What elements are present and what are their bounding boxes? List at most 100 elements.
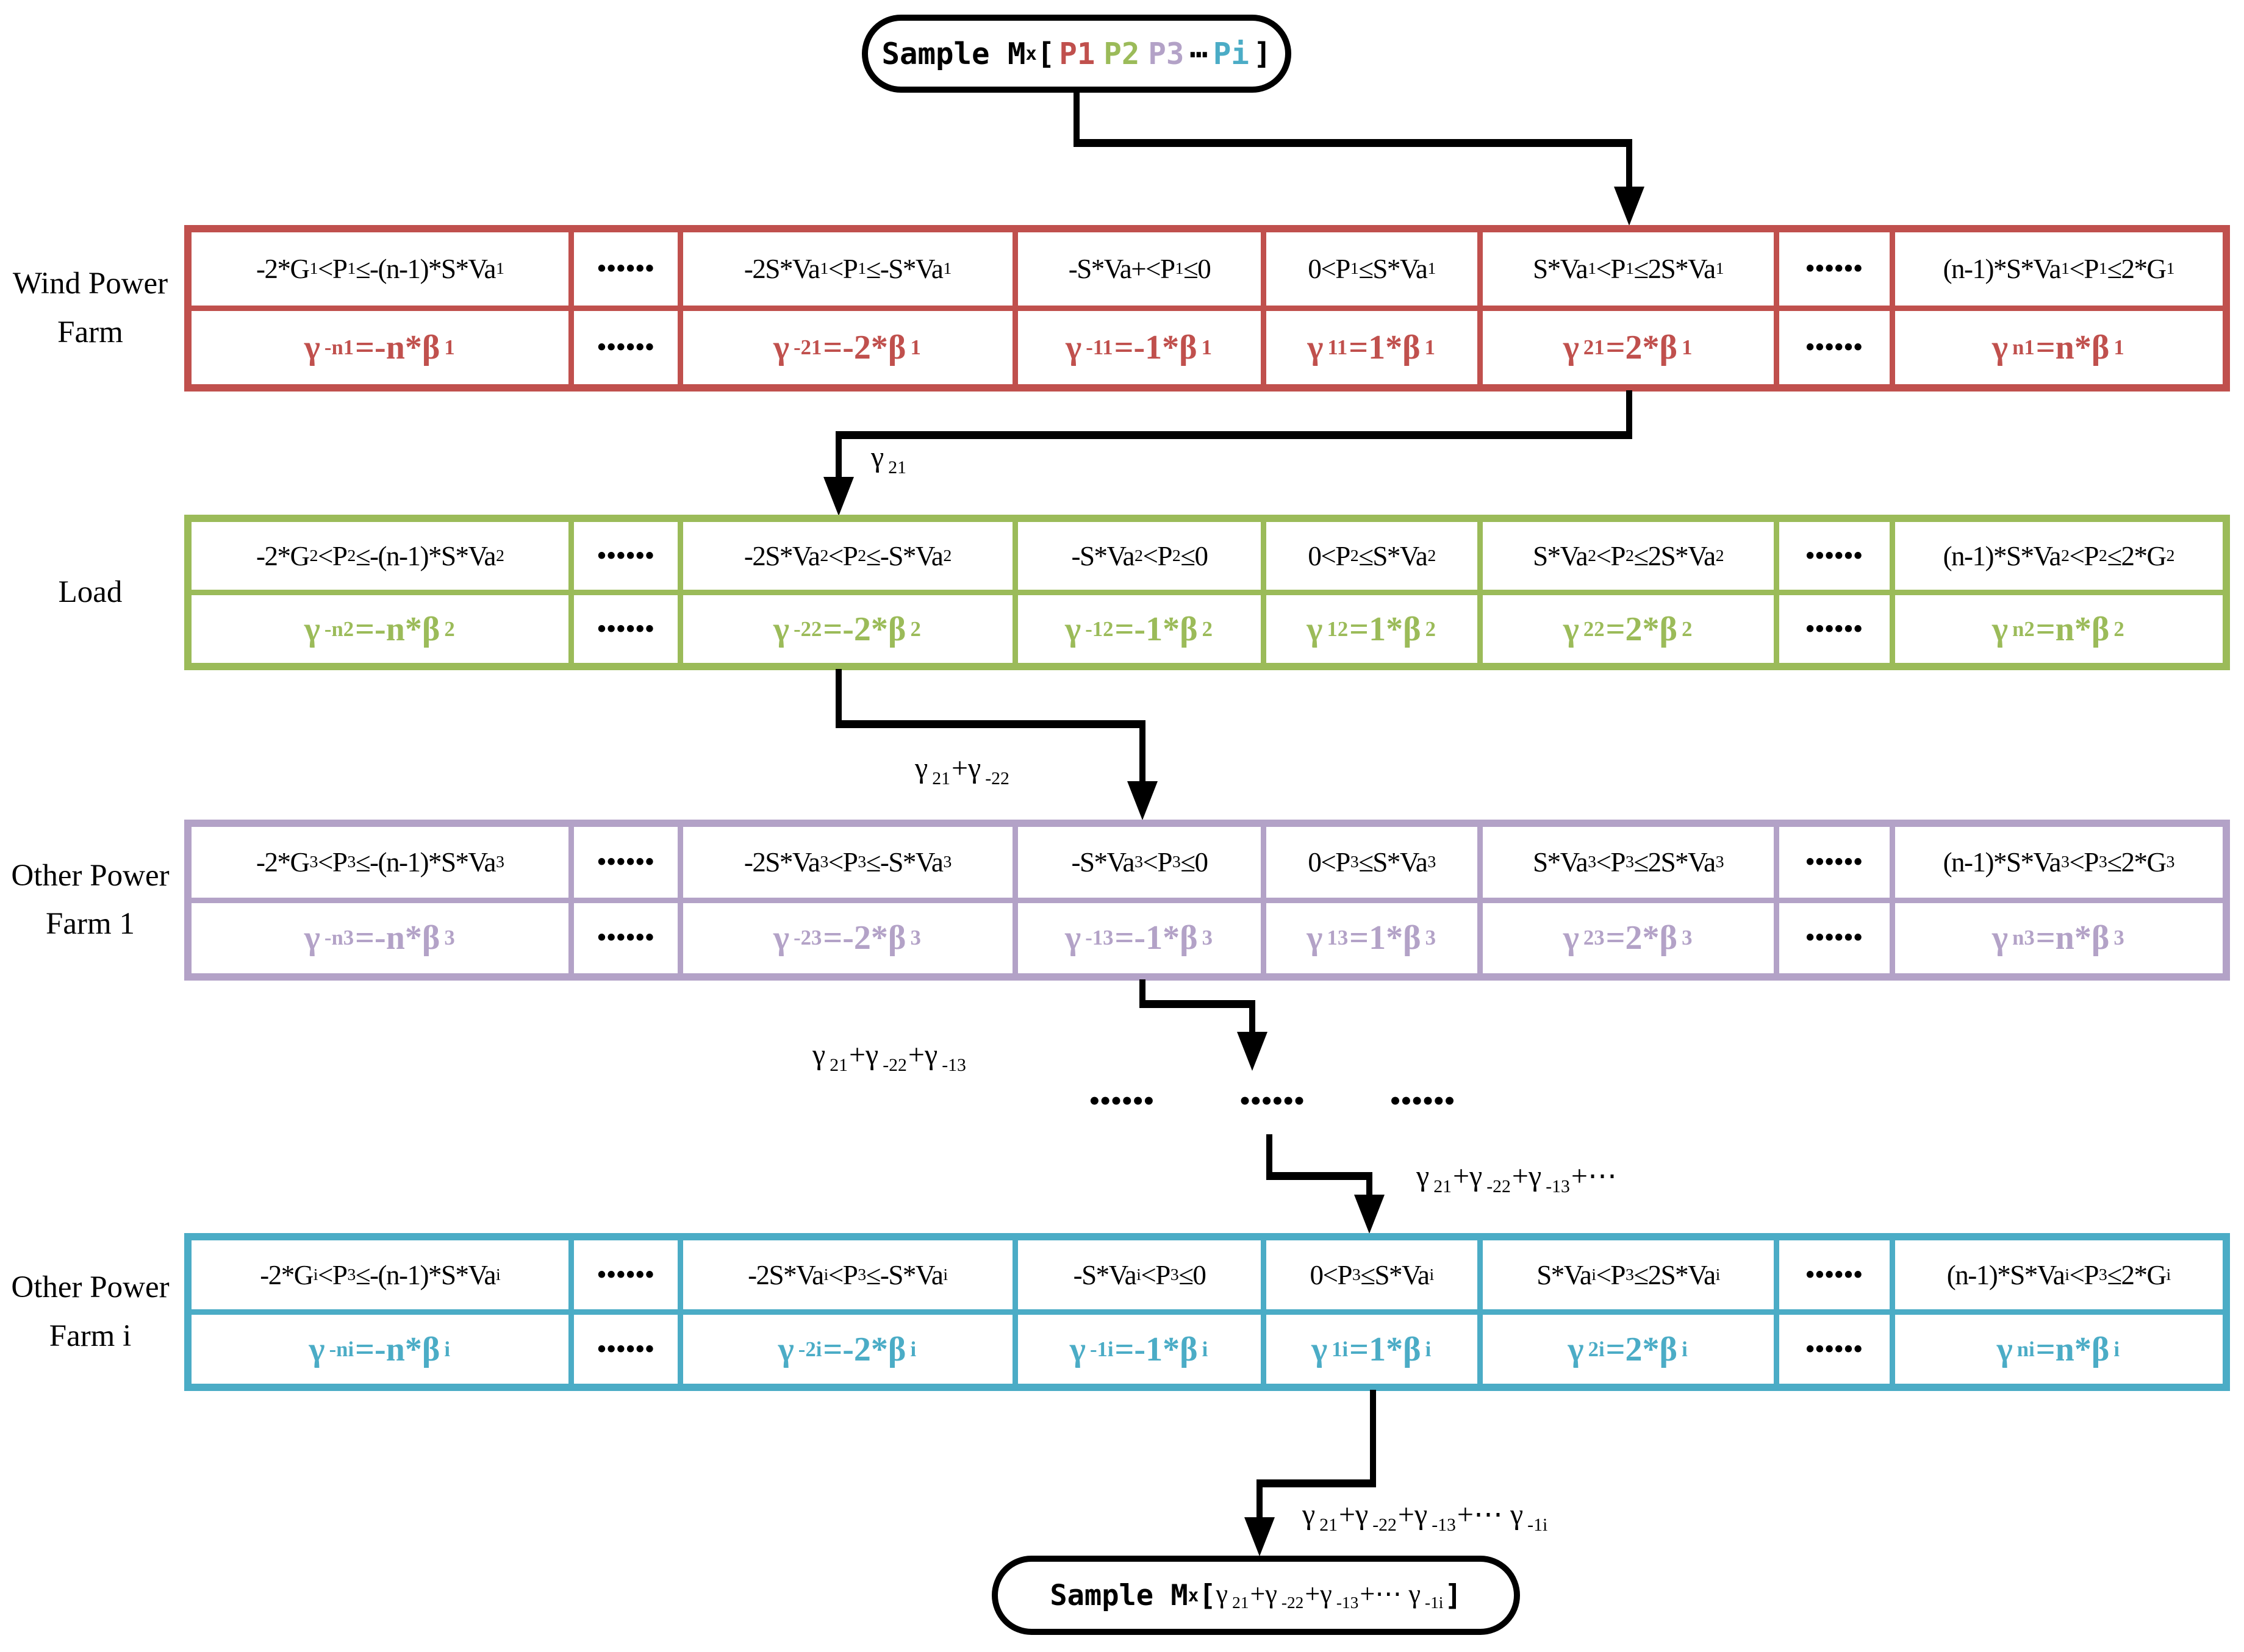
connector-line — [1139, 720, 1145, 783]
ellipsis-cell: •••••• — [574, 827, 678, 898]
connector-line — [1074, 139, 1632, 147]
label-line: Wind Power — [12, 266, 168, 301]
connector-line — [1249, 1000, 1255, 1034]
start-node-prefix: Sample M — [881, 36, 1026, 71]
connector-line — [1256, 1479, 1263, 1519]
connector-line — [1074, 88, 1080, 147]
open-bracket: [ — [1036, 36, 1055, 71]
connector-line — [1626, 390, 1632, 439]
close-bracket: ] — [1444, 1578, 1462, 1612]
result-node-subscript: x — [1188, 1585, 1199, 1606]
ellipsis-cell: •••••• — [1779, 232, 1890, 306]
connector-line — [836, 720, 1145, 728]
ellipsis-glyph: ⋯ — [1189, 36, 1208, 71]
dots-group: •••••• — [1239, 1085, 1305, 1117]
start-node-subscript: x — [1025, 43, 1037, 65]
ellipsis-cell: •••••• — [574, 1315, 678, 1384]
connector-line — [1139, 1000, 1255, 1008]
close-bracket: ] — [1253, 36, 1272, 71]
connector-line — [1139, 979, 1145, 1008]
continuation-dots: •••••• •••••• •••••• — [1089, 1084, 1455, 1118]
ellipsis-cell: •••••• — [574, 232, 678, 306]
ellipsis-cell: •••••• — [1779, 1240, 1890, 1309]
ellipsis-cell: •••••• — [574, 1240, 678, 1309]
connector-line — [1626, 139, 1632, 188]
ellipsis-cell: •••••• — [1779, 522, 1890, 590]
arrowhead-down-icon — [823, 477, 854, 516]
connector-line — [1366, 1172, 1372, 1196]
label-line: Load — [58, 574, 123, 609]
ellipsis-cell: •••••• — [1779, 1315, 1890, 1384]
dots-group: •••••• — [1089, 1085, 1155, 1117]
dots-group: •••••• — [1390, 1085, 1455, 1117]
connector-line — [1266, 1172, 1372, 1180]
label-line: Other Power — [11, 858, 170, 893]
pi-label: Pi — [1213, 36, 1249, 71]
ellipsis-cell: •••••• — [1779, 903, 1890, 973]
ellipsis-cell: •••••• — [1779, 595, 1890, 663]
p3-label: P3 — [1148, 36, 1185, 71]
connector-line — [1370, 1390, 1376, 1487]
arrowhead-down-icon — [1244, 1517, 1275, 1556]
label-line: Farm i — [49, 1318, 132, 1353]
arrowhead-down-icon — [1237, 1032, 1267, 1071]
result-node-prefix: Sample M — [1050, 1578, 1188, 1612]
connector-line — [836, 431, 842, 479]
ellipsis-cell: •••••• — [574, 595, 678, 663]
row-label-other-power-farm-1: Other Power Farm 1 — [0, 820, 181, 981]
open-bracket: [ — [1199, 1578, 1216, 1612]
connector-line — [836, 669, 842, 728]
arrowhead-down-icon — [1614, 187, 1644, 226]
ellipsis-cell: •••••• — [574, 522, 678, 590]
ellipsis-cell: •••••• — [1779, 827, 1890, 898]
connector-line — [1266, 1134, 1272, 1180]
label-line: Farm 1 — [46, 907, 135, 941]
row-label-other-power-farm-i: Other Power Farm i — [0, 1233, 181, 1391]
